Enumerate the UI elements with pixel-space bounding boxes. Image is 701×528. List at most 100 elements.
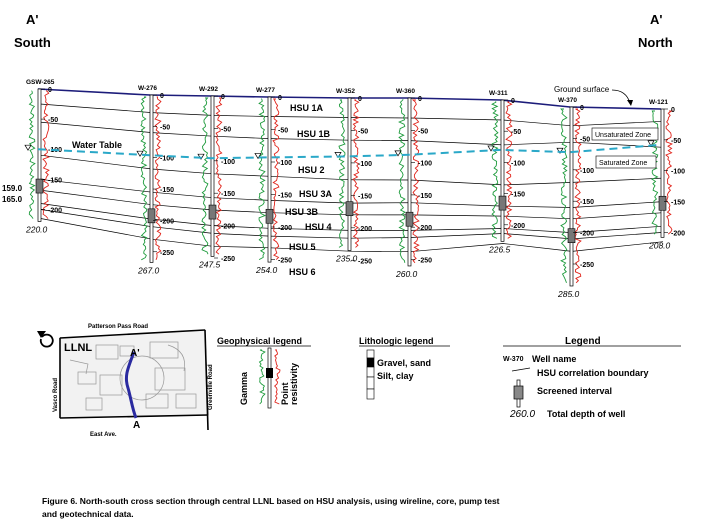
depth-tick-label: -200	[580, 231, 594, 238]
borehole	[407, 97, 412, 267]
borehole	[149, 94, 154, 263]
well-name: W-276	[138, 85, 157, 92]
screened-interval	[405, 211, 414, 227]
gamma-log	[338, 99, 346, 248]
depth-tick-label: -100	[160, 156, 174, 163]
depth-tick-label: -100	[358, 161, 372, 168]
depth-mark-165: 165.0	[2, 195, 23, 204]
borehole	[37, 88, 42, 222]
legend-total-depth: Total depth of well	[547, 409, 625, 419]
gamma-log	[560, 108, 568, 283]
depth-tick-label: -100	[671, 169, 685, 176]
depth-tick-label: -250	[580, 262, 594, 269]
depth-tick-label: -50	[511, 129, 521, 136]
resistivity-log	[411, 99, 420, 264]
gravel-swatch	[366, 357, 375, 368]
legend-well-example: W-370	[503, 356, 524, 363]
depth-tick-label: 0	[580, 105, 584, 112]
screened-interval	[35, 178, 44, 194]
total-depth: 235.0	[335, 254, 358, 264]
depth-tick-label: 0	[160, 93, 164, 100]
hsu-boundary-8	[39, 218, 664, 253]
water-level-icon	[394, 150, 402, 157]
direction-south: South	[14, 35, 51, 50]
gamma-log	[28, 90, 36, 219]
legend-well-name: Well name	[532, 354, 576, 364]
hsu-labels: HSU 1A HSU 1B HSU 2 HSU 3A HSU 3B HSU 4 …	[285, 103, 333, 277]
total-depth: 285.0	[557, 289, 580, 299]
hsu-label-6: HSU 6	[289, 267, 316, 277]
section-label-left: A'	[26, 12, 38, 27]
well-name: W-121	[649, 99, 668, 106]
legend-boundary-line	[511, 367, 531, 372]
borehole	[660, 108, 665, 238]
total-depth: 208.0	[648, 240, 671, 250]
resistivity-log	[665, 110, 674, 235]
depth-tick-label: -250	[160, 250, 174, 257]
hsu-label-1b: HSU 1B	[297, 129, 331, 139]
depth-tick-label: -100	[580, 168, 594, 175]
figure-caption-line-2: and geotechnical data.	[42, 509, 134, 519]
depth-tick-label: -150	[580, 199, 594, 206]
borehole	[569, 106, 574, 287]
water-table-line	[24, 140, 662, 160]
legend-screen	[266, 368, 273, 378]
direction-north: North	[638, 35, 673, 50]
site-buildings	[69, 341, 197, 411]
depth-tick-label: -50	[278, 128, 288, 135]
screened-interval	[147, 208, 156, 224]
hsu-boundary-3	[39, 154, 664, 186]
depth-mark-159: 159.0	[2, 184, 23, 193]
map-point-a-prime: A'	[130, 348, 140, 359]
ground-surface-arrowhead	[627, 100, 633, 106]
gamma-log	[398, 99, 406, 263]
section-line-a-a	[124, 351, 138, 419]
lithologic-legend-title: Lithologic legend	[359, 336, 434, 346]
screened-interval	[345, 201, 354, 217]
water-level-icon	[556, 147, 564, 154]
borehole	[267, 96, 272, 263]
depth-tick-label: -150	[221, 191, 235, 198]
north-arrow-head-icon	[37, 331, 46, 338]
hsu-label-1a: HSU 1A	[290, 103, 324, 113]
legend-resistivity-label-2: resistivity	[289, 363, 299, 405]
map-road-right: Greenville Road	[208, 364, 214, 410]
depth-tick-label: -200	[160, 218, 174, 225]
water-level-icon	[334, 152, 342, 159]
resistivity-log	[154, 96, 162, 260]
depth-tick-label: -100	[418, 161, 432, 168]
depth-tick-label: -50	[418, 128, 428, 135]
screened-interval	[265, 208, 274, 224]
silt-swatch	[366, 366, 375, 378]
main-legend: Legend W-370 Well name HSU correlation b…	[503, 336, 681, 420]
legend-title: Legend	[565, 336, 601, 347]
legend-depth-example: 260.0	[509, 409, 535, 420]
depth-tick-label: -250	[278, 258, 292, 265]
gamma-log	[201, 97, 209, 255]
well-name: W-360	[396, 88, 415, 95]
geophysical-legend: Geophysical legend Gamma Point resistivi…	[217, 336, 311, 409]
depth-tick-label: -150	[511, 192, 525, 199]
total-depth: 267.0	[137, 265, 160, 275]
resistivity-log	[272, 98, 280, 260]
road-greenville	[204, 329, 209, 431]
water-level-icon	[647, 140, 655, 147]
depth-tick-label: -150	[358, 193, 372, 200]
water-table-path	[37, 143, 662, 160]
depth-tick-label: -200	[671, 230, 685, 237]
lithologic-legend: Lithologic legend Gravel, sand Silt, cla…	[359, 336, 450, 400]
resistivity-log	[505, 101, 513, 239]
gamma-log	[258, 98, 267, 260]
water-level-icon	[254, 153, 262, 160]
depth-tick-label: -150	[48, 177, 62, 184]
well-name: W-352	[336, 88, 355, 95]
depth-tick-label: -150	[160, 187, 174, 194]
hsu-label-3a: HSU 3A	[299, 189, 333, 199]
map-lab-label: LLNL	[64, 342, 92, 354]
gamma-log	[140, 96, 148, 261]
depth-tick-label: 0	[48, 87, 52, 94]
